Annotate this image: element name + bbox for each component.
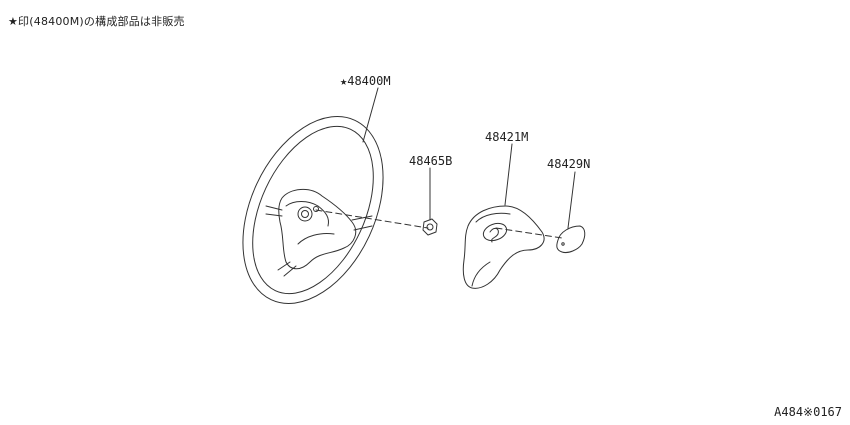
label-48465b: 48465B	[409, 154, 453, 168]
note-text: ★印(48400M)の構成部品は非販売	[8, 15, 185, 28]
steering-wheel[interactable]	[215, 94, 411, 326]
horn-pad-body[interactable]	[462, 205, 545, 289]
label-48429n: 48429N	[547, 157, 591, 171]
label-48421m: 48421M	[485, 130, 529, 144]
diagram-code: A484※0167	[774, 405, 842, 419]
label-48400m: ★48400M	[340, 74, 391, 88]
nut-48465b[interactable]	[422, 218, 438, 236]
emblem[interactable]	[556, 225, 586, 253]
